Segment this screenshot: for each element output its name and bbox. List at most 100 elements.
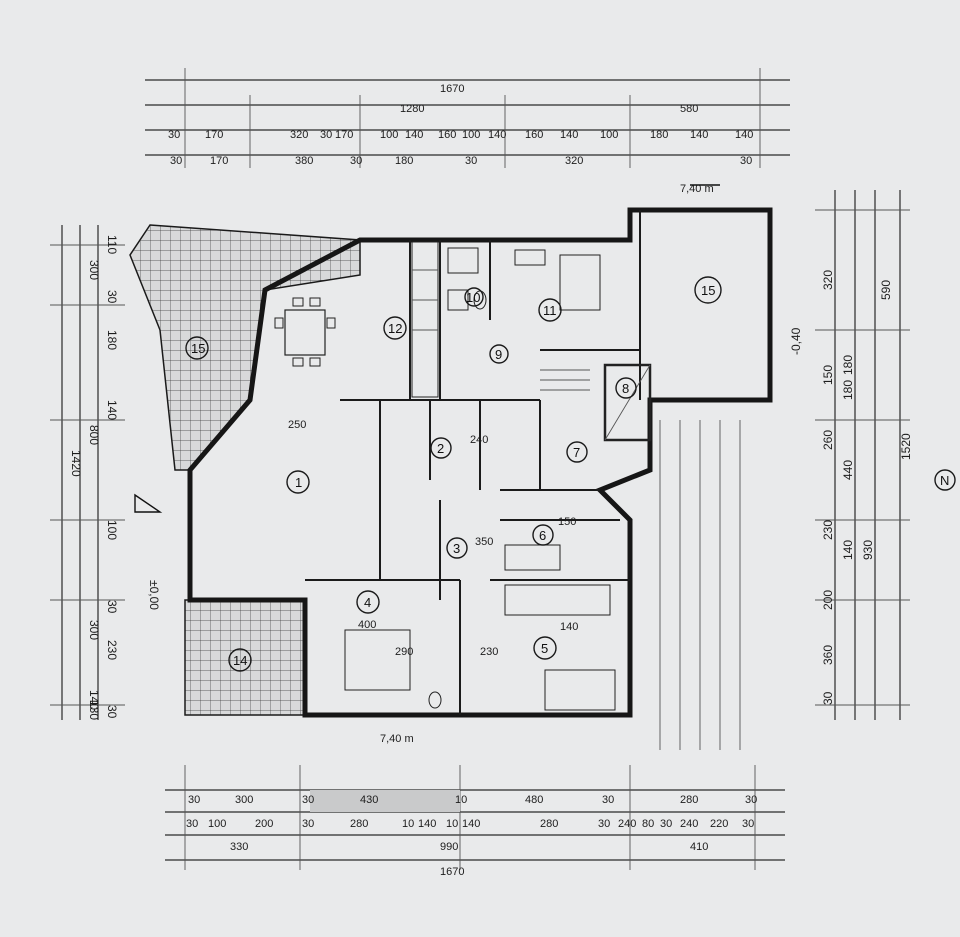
bottom-r2-16: 30 — [742, 818, 754, 830]
top-seg2-3: 30 — [320, 129, 332, 141]
room-labels: 15 1 2 3 4 5 6 7 8 9 10 11 12 14 15 — [185, 276, 722, 672]
left-total-dimension: 1420 — [69, 450, 83, 477]
north-label: N — [940, 473, 949, 488]
bottom-r2-9: 280 — [540, 818, 558, 830]
room-dim-2: 150 — [558, 516, 576, 528]
left-dim-4: 100 — [105, 520, 119, 540]
top-segment-580: 580 — [680, 103, 698, 115]
bottom-r2-7: 10 — [446, 818, 458, 830]
top-seg2-1: 170 — [205, 129, 223, 141]
bottom-r1-5: 480 — [525, 794, 543, 806]
room-label-10: 10 — [466, 290, 480, 305]
left-dimension-texts: 1420 300 180 800 140 100 30 300 230 140 … — [69, 235, 161, 720]
room-label-8: 8 — [622, 381, 629, 396]
room-dim-4: 290 — [395, 646, 413, 658]
bottom-r2-15: 220 — [710, 818, 728, 830]
top-seg2-10: 160 — [525, 129, 543, 141]
room-label-9: 9 — [495, 347, 502, 362]
top-seg3-1: 170 — [210, 155, 228, 167]
top-seg3-3: 30 — [350, 155, 362, 167]
top-seg2-14: 140 — [690, 129, 708, 141]
right-dim-2: 150 — [821, 365, 835, 385]
right-dim-10: 360 — [821, 645, 835, 665]
top-seg2-15: 140 — [735, 129, 753, 141]
right-total-dimension: 1520 — [899, 433, 913, 460]
room-dimension-texts: 250 240 150 350 290 230 400 140 — [288, 419, 578, 658]
room-dim-6: 400 — [358, 619, 376, 631]
bottom-r2-6: 140 — [418, 818, 436, 830]
bottom-r3-1: 990 — [440, 841, 458, 853]
top-seg3-6: 320 — [565, 155, 583, 167]
top-dimension-lines — [145, 68, 790, 168]
room-dim-3: 350 — [475, 536, 493, 548]
bottom-r2-2: 200 — [255, 818, 273, 830]
top-seg2-7: 160 — [438, 129, 456, 141]
top-seg3-2: 380 — [295, 155, 313, 167]
right-dim-7: 230 — [821, 520, 835, 540]
bottom-dimension-lines — [165, 765, 785, 870]
room-label-15-balcony: 15 — [701, 283, 715, 298]
interior-walls — [305, 210, 641, 715]
kitchen-counter — [411, 241, 439, 398]
bottom-r2-0: 30 — [186, 818, 198, 830]
room-label-6: 6 — [539, 528, 546, 543]
bottom-r1-6: 30 — [602, 794, 614, 806]
bottom-total-dimension: 1670 — [440, 866, 464, 878]
top-seg2-6: 140 — [405, 129, 423, 141]
left-dim-10: 110 — [105, 235, 119, 254]
top-seg3-4: 180 — [395, 155, 413, 167]
right-dim-9: 200 — [821, 590, 835, 610]
right-dimension-lines — [815, 190, 910, 720]
bottom-dimension-shaded-band — [310, 790, 460, 812]
top-seg2-11: 140 — [560, 129, 578, 141]
left-dim-8: 140 — [87, 690, 101, 710]
north-arrow: N — [934, 469, 956, 491]
bottom-r2-3: 30 — [302, 818, 314, 830]
bottom-dimension-texts: 30 300 30 430 10 480 30 280 30 30 100 20… — [186, 733, 757, 878]
left-dim-7: 230 — [105, 640, 119, 660]
left-dim-5: 30 — [105, 600, 119, 614]
room-label-1: 1 — [295, 475, 302, 490]
left-dim-9: 30 — [105, 705, 119, 719]
room-label-14: 14 — [233, 653, 247, 668]
bottom-r2-10: 30 — [598, 818, 610, 830]
top-seg2-0: 30 — [168, 129, 180, 141]
right-dim-4: 260 — [821, 430, 835, 450]
top-seg3-5: 30 — [465, 155, 477, 167]
room-dim-0: 250 — [288, 419, 306, 431]
top-seg3-0: 30 — [170, 155, 182, 167]
dining-table — [274, 297, 336, 367]
top-seg2-5: 100 — [380, 129, 398, 141]
bottom-r1-4: 10 — [455, 794, 467, 806]
left-dim-1: 180 — [105, 330, 119, 350]
beds — [344, 254, 616, 711]
top-segment-1280: 1280 — [400, 103, 424, 115]
right-level-note: -0,40 — [789, 327, 803, 355]
section-marker-left — [134, 493, 163, 513]
bottom-r2-12: 80 — [642, 818, 654, 830]
right-dim-1: 590 — [879, 280, 893, 300]
top-level-note: 7,40 m — [680, 183, 714, 195]
bottom-r1-8: 30 — [745, 794, 757, 806]
bathroom-fixtures — [428, 247, 561, 709]
room-label-3: 3 — [453, 541, 460, 556]
top-seg2-13: 180 — [650, 129, 668, 141]
left-dim-2: 800 — [87, 425, 101, 445]
top-total-dimension: 1670 — [440, 83, 464, 95]
left-dim-0: 300 — [87, 260, 101, 280]
right-dim-0: 320 — [821, 270, 835, 290]
bottom-r2-14: 240 — [680, 818, 698, 830]
right-dim-12: 30 — [821, 691, 835, 705]
bottom-r2-1: 100 — [208, 818, 226, 830]
room-label-7: 7 — [573, 445, 580, 460]
left-dimension-lines — [50, 225, 125, 720]
right-dim-11: 180 — [841, 380, 855, 400]
right-dimension-texts: 320 590 150 180 260 440 930 230 140 200 … — [789, 270, 913, 705]
right-dim-3: 180 — [841, 355, 855, 375]
bottom-r2-5: 10 — [402, 818, 414, 830]
room-label-4: 4 — [364, 595, 371, 610]
right-dim-8: 140 — [841, 540, 855, 560]
bottom-r2-8: 140 — [462, 818, 480, 830]
room-dim-5: 230 — [480, 646, 498, 658]
